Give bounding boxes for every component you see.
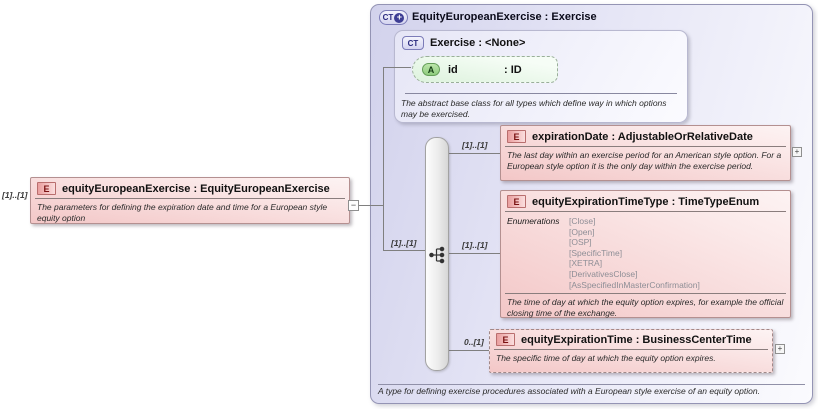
- element-title: equityExpirationTimeType : TimeTypeEnum: [532, 195, 760, 208]
- divider: [505, 211, 786, 212]
- enum-item: [DerivativesClose]: [569, 268, 638, 279]
- divider: [505, 146, 786, 147]
- connector-line: [383, 67, 384, 251]
- element-box-equityexpirationtime[interactable]: E equityExpirationTime : BusinessCenterT…: [489, 329, 773, 373]
- divider: [405, 93, 677, 94]
- base-type-box[interactable]: CT Exercise : <None> A id : ID The abstr…: [394, 30, 688, 123]
- element-box-expirationdate[interactable]: E expirationDate : AdjustableOrRelativeD…: [500, 125, 791, 181]
- attribute-type: : ID: [504, 63, 522, 76]
- sequence-bar[interactable]: [425, 137, 449, 371]
- element-header: E expirationDate : AdjustableOrRelativeD…: [501, 126, 790, 146]
- ct-plus-icon: CT +: [379, 10, 408, 25]
- enumeration-list: [Close] [Open] [OSP] [SpecificTime] [XET…: [569, 216, 700, 290]
- element-title: equityExpirationTime : BusinessCenterTim…: [521, 333, 752, 346]
- connector-line: [384, 250, 425, 251]
- connector-line: [449, 350, 489, 351]
- base-type-title: Exercise : <None>: [430, 37, 526, 49]
- divider: [505, 293, 786, 295]
- cardinality-label: [1]..[1]: [462, 140, 488, 150]
- root-element-title: equityEuropeanExercise : EquityEuropeanE…: [62, 182, 330, 195]
- expand-button[interactable]: +: [792, 147, 802, 157]
- complex-type-annotation: A type for defining exercise procedures …: [378, 386, 760, 396]
- connector-line: [449, 253, 500, 254]
- element-description: The time of day at which the equity opti…: [507, 297, 784, 319]
- element-description: The last day within an exercise period f…: [507, 150, 782, 171]
- enum-item: [Close]: [569, 216, 596, 226]
- cardinality-label: [1]..[1]: [2, 190, 28, 200]
- root-element-box[interactable]: E equityEuropeanExercise : EquityEuropea…: [30, 177, 350, 224]
- element-icon: E: [507, 130, 526, 143]
- connector-line: [449, 153, 500, 154]
- ct-icon-label: CT: [382, 13, 394, 22]
- element-icon: E: [496, 333, 515, 346]
- element-title: expirationDate : AdjustableOrRelativeDat…: [532, 130, 753, 143]
- enumerations-label: Enumerations: [507, 216, 560, 226]
- expand-button[interactable]: +: [775, 344, 785, 354]
- divider: [35, 198, 345, 199]
- enum-item: [Open]: [569, 226, 595, 237]
- cardinality-label: 0..[1]: [464, 337, 484, 347]
- enumerations-section: Enumerations [Close] [Open] [OSP] [Speci…: [501, 212, 790, 293]
- connector-line: [384, 67, 411, 68]
- enum-item: [OSP]: [569, 237, 592, 248]
- enum-item: [XETRA]: [569, 258, 603, 269]
- element-description: The specific time of day at which the eq…: [496, 353, 716, 363]
- connector-line: [359, 205, 384, 206]
- divider: [378, 384, 805, 385]
- element-icon: E: [37, 182, 56, 195]
- root-element-header: E equityEuropeanExercise : EquityEuropea…: [31, 178, 349, 198]
- root-element-description: The parameters for defining the expirati…: [37, 202, 328, 223]
- complex-type-title: EquityEuropeanExercise : Exercise: [412, 11, 597, 23]
- divider: [494, 349, 768, 350]
- element-box-equityexpirationtimetype[interactable]: E equityExpirationTimeType : TimeTypeEnu…: [500, 190, 791, 318]
- attribute-name: id: [448, 63, 458, 76]
- derived-plus-icon: +: [394, 12, 405, 23]
- sequence-icon: [429, 246, 445, 264]
- attribute-icon: A: [422, 63, 440, 76]
- attribute-id-box[interactable]: A id : ID: [412, 56, 558, 83]
- cardinality-label: [1]..[1]: [462, 240, 488, 250]
- cardinality-label: [1]..[1]: [391, 238, 417, 248]
- element-header: E equityExpirationTime : BusinessCenterT…: [490, 330, 772, 349]
- ct-icon: CT: [402, 36, 424, 50]
- base-type-description: The abstract base class for all types wh…: [401, 98, 667, 119]
- enum-item: [SpecificTime]: [569, 247, 623, 258]
- element-header: E equityExpirationTimeType : TimeTypeEnu…: [501, 191, 790, 211]
- enum-item: [AsSpecifiedInMasterConfirmation]: [569, 279, 700, 290]
- collapse-button[interactable]: −: [348, 200, 359, 211]
- element-icon: E: [507, 195, 526, 208]
